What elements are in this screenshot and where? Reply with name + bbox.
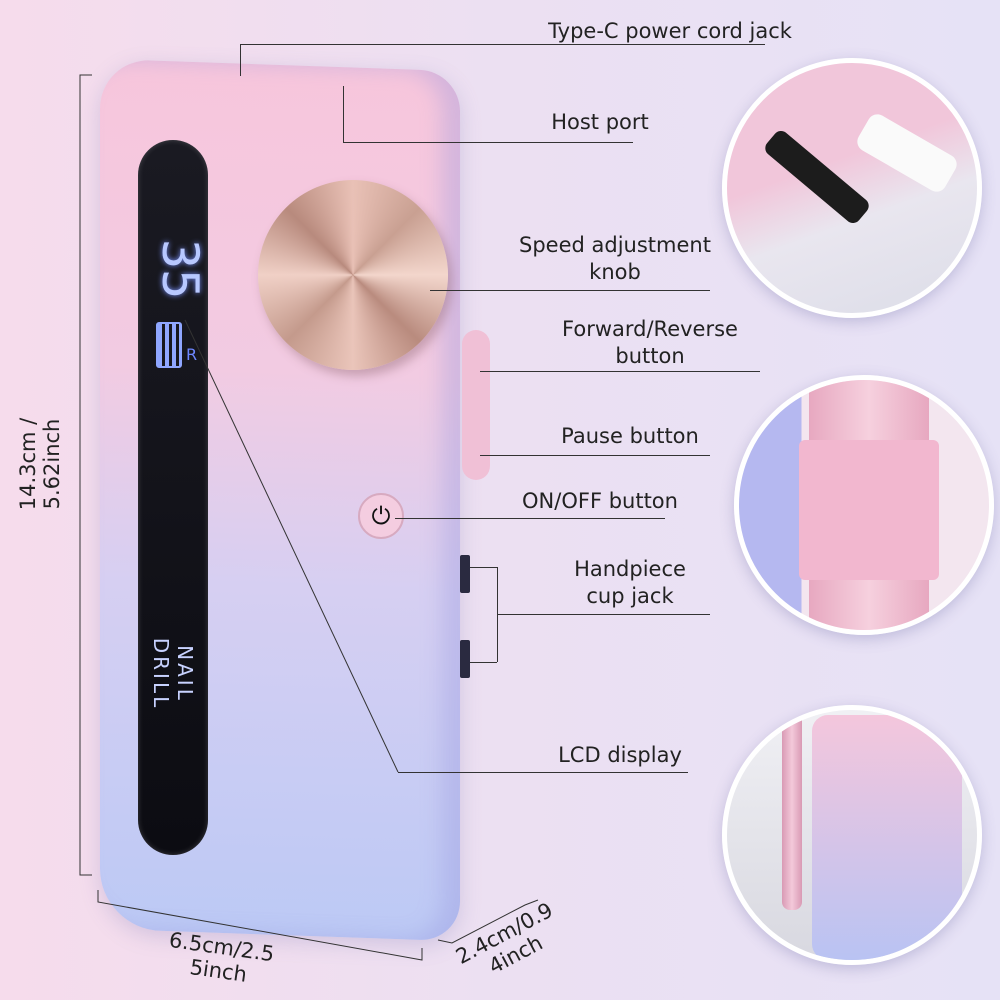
speed-knob[interactable] <box>258 180 448 370</box>
handpiece-cup <box>799 440 939 580</box>
leader-type-c-v <box>240 44 241 76</box>
handpiece-jack-lower <box>460 640 470 678</box>
label-on-off: ON/OFF button <box>522 489 678 513</box>
battery-icon <box>156 322 182 368</box>
lcd-display <box>138 140 208 855</box>
leader-onoff <box>395 518 665 519</box>
dimension-height: 14.3cm / 5.62inch <box>16 417 64 511</box>
leader-type-c <box>240 44 765 45</box>
power-icon: ⏻ <box>371 502 391 530</box>
lcd-direction: R <box>186 345 198 364</box>
handpiece-jack-upper <box>460 555 470 593</box>
on-off-button[interactable]: ⏻ <box>358 493 404 539</box>
label-pause: Pause button <box>561 424 699 448</box>
leader-host <box>343 142 633 143</box>
handpiece-pen <box>782 710 802 910</box>
label-type-c: Type-C power cord jack <box>548 19 792 43</box>
label-handpiece-cup: Handpiece cup jack <box>574 557 686 608</box>
leader-cup-c <box>470 662 497 663</box>
detail-photo-holder <box>734 375 994 635</box>
label-host-port: Host port <box>551 110 649 134</box>
leader-cup <box>497 614 710 615</box>
leader-lcd <box>398 772 688 773</box>
leader-fr <box>480 371 760 372</box>
leader-cup-a <box>470 567 497 568</box>
power-cord-plug <box>762 127 872 227</box>
detail-photo-back <box>722 705 982 965</box>
label-lcd: LCD display <box>558 743 682 767</box>
label-forward-reverse: Forward/Reverse button <box>562 317 738 368</box>
type-c-cable <box>853 110 961 196</box>
leader-knob <box>430 290 710 291</box>
label-speed-knob: Speed adjustment knob <box>519 233 711 284</box>
leader-host-v <box>343 86 344 142</box>
leader-pause <box>480 455 710 456</box>
device-back <box>812 715 962 960</box>
detail-photo-ports <box>722 58 982 318</box>
